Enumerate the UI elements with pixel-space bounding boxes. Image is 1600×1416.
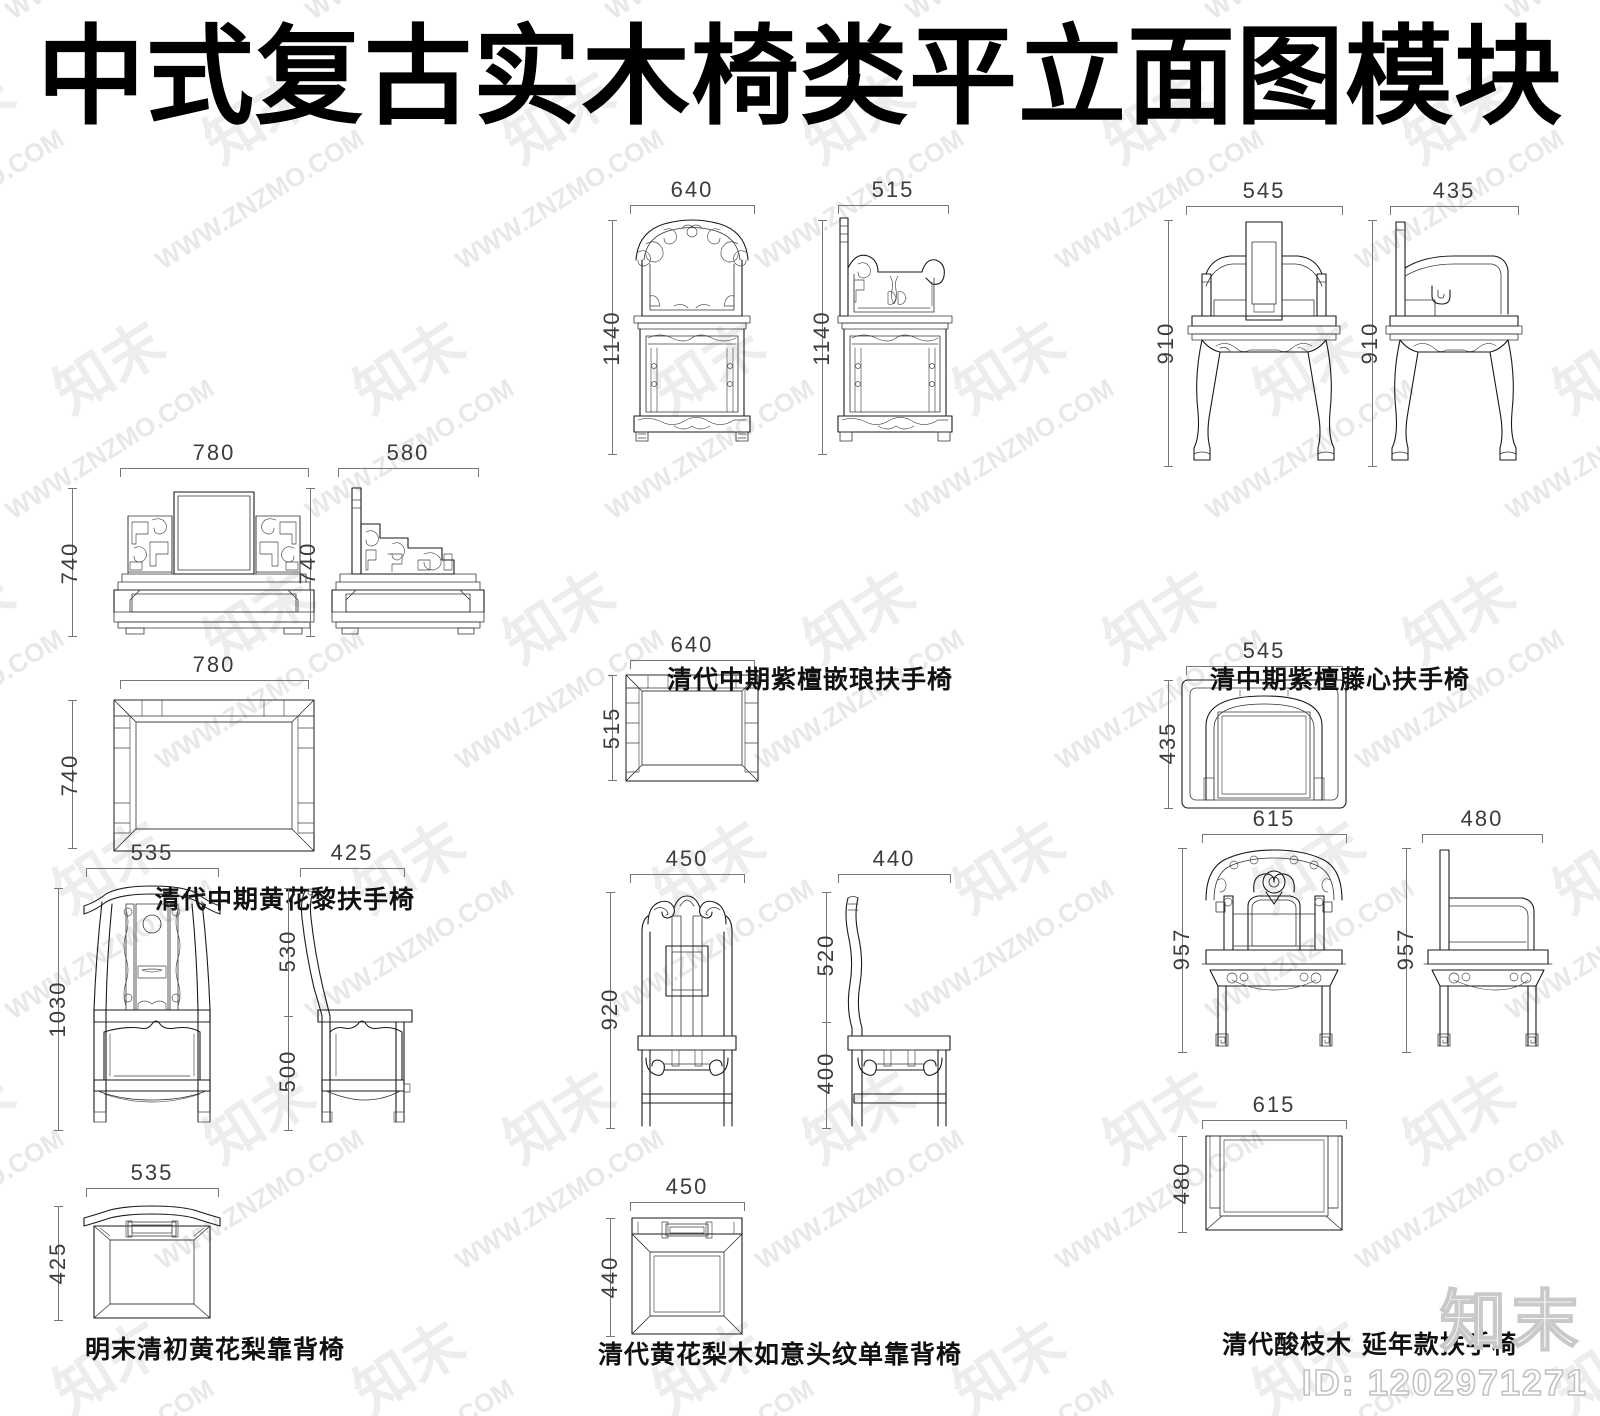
watermark-url: WWW.ZNZMO.COM <box>900 1373 1120 1416</box>
front-elevation-g2 <box>624 216 760 460</box>
front-elevation-g3 <box>1180 216 1348 466</box>
dim-value: 910 <box>1153 321 1178 365</box>
dim-value: 435 <box>1432 178 1476 203</box>
side-elevation-g4 <box>292 884 416 1132</box>
drawing-id: ID: 1202971271 <box>1301 1361 1588 1404</box>
dim-value: 615 <box>1252 806 1296 831</box>
dim-value: 535 <box>130 1160 174 1185</box>
dim-value: 480 <box>1169 1161 1194 1205</box>
brand-watermark-logo: 知末 <box>1439 1282 1584 1361</box>
caption-group-5: 清代黄花梨木如意头纹单靠背椅 <box>597 1340 962 1369</box>
plan-view-g6 <box>1196 1134 1352 1234</box>
dim-value: 640 <box>670 632 714 657</box>
dim-value: 425 <box>45 1241 70 1285</box>
dim-value: 440 <box>597 1255 622 1299</box>
caption-group-1: 清代中期黄花黎扶手椅 <box>154 885 415 914</box>
plan-view-g3 <box>1180 678 1348 810</box>
plan-view-g1 <box>112 698 316 853</box>
dim-value: 615 <box>1252 1092 1296 1117</box>
side-elevation-g5 <box>832 888 958 1130</box>
dim-value: 425 <box>330 840 374 865</box>
chair-group-2: 640 1140 <box>580 177 1020 680</box>
front-elevation-g5 <box>624 888 750 1130</box>
dim-value: 515 <box>599 706 624 750</box>
dim-value: 545 <box>1242 638 1286 663</box>
side-elevation-g3 <box>1384 216 1524 466</box>
page-title: 中式复古实木椅类平立面图模块 <box>36 15 1563 140</box>
side-elevation-g1 <box>330 482 486 640</box>
dim-value: 435 <box>1155 721 1180 765</box>
dim-value: 780 <box>192 652 236 677</box>
caption-group-3-text: 清中期紫檀藤心扶手椅 <box>1209 665 1470 694</box>
dim-value: 1030 <box>45 980 70 1038</box>
dim-value: 515 <box>871 177 915 202</box>
dim-value: 640 <box>670 177 714 202</box>
dim-value: 957 <box>1169 927 1194 971</box>
watermark-logo: 知末 <box>0 557 27 677</box>
dim-value: 1140 <box>599 310 624 366</box>
dim-value: 740 <box>57 541 82 585</box>
dim-value: 580 <box>386 440 430 465</box>
dim-value: 957 <box>1393 927 1418 971</box>
dim-value: 545 <box>1242 178 1286 203</box>
side-elevation-g6 <box>1418 846 1552 1056</box>
watermark-logo: 知末 <box>0 1057 27 1177</box>
dim-value: 535 <box>130 840 174 865</box>
watermark-url: WWW.ZNZMO.COM <box>0 1373 220 1416</box>
plan-view-g5 <box>624 1216 750 1338</box>
dim-value: 780 <box>192 440 236 465</box>
front-elevation-g4 <box>80 884 224 1132</box>
chair-group-1: 780 740 <box>40 220 510 914</box>
dim-value: 740 <box>295 541 320 585</box>
dim-value: 740 <box>57 753 82 797</box>
dim-value: 450 <box>665 1174 709 1199</box>
chair-group-6: 615 957 <box>1130 790 1570 1359</box>
front-elevation-g6 <box>1196 846 1352 1056</box>
dim-value: 1140 <box>809 310 834 366</box>
dim-value: 480 <box>1460 806 1504 831</box>
caption-group-4: 明末清初黄花梨靠背椅 <box>84 1335 345 1364</box>
dim-value: 450 <box>665 846 709 871</box>
chair-group-4: 535 1030 <box>30 820 450 1364</box>
chair-group-5: 450 920 <box>570 830 980 1369</box>
caption-group-6: 清代酸枝木 延年款扶手椅 <box>1222 1330 1518 1359</box>
front-elevation-g1 <box>112 482 316 640</box>
side-elevation-g2 <box>834 216 956 460</box>
watermark-url: WWW.ZNZMO.COM <box>300 1373 520 1416</box>
dim-value: 440 <box>872 846 916 871</box>
plan-view-g2 <box>624 673 760 783</box>
dim-value: 910 <box>1357 321 1382 365</box>
chair-group-3: 545 910 <box>1100 178 1560 809</box>
watermark-url: WWW.ZNZMO.COM <box>600 1373 820 1416</box>
caption-group-2-text: 清代中期紫檀嵌琅扶手椅 <box>666 665 953 694</box>
plan-view-g4 <box>80 1204 224 1322</box>
dim-value: 920 <box>597 987 622 1031</box>
